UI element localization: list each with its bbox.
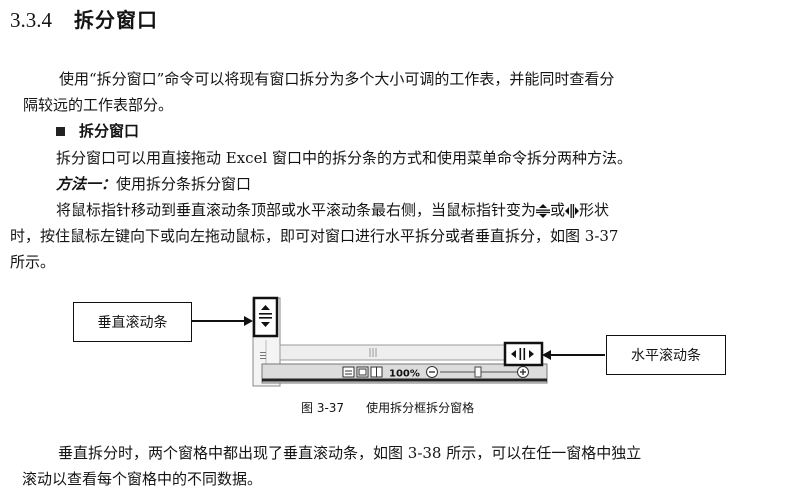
- figure-caption-text: 使用拆分框拆分窗格: [366, 401, 475, 415]
- figure-caption-number: 图 3-37: [301, 401, 345, 415]
- zoom-in-icon: [517, 366, 529, 378]
- section-number: 3.3.4: [10, 8, 52, 32]
- horizontal-split-cursor-icon: [536, 204, 551, 218]
- zoom-level: 100%: [389, 369, 420, 380]
- bullet-square-icon: [56, 127, 65, 136]
- after-line-1: 垂直拆分时，两个窗格中都出现了垂直滚动条，如图 3-38 所示，可以在任一窗格中…: [58, 444, 642, 462]
- drag-line-1: 将鼠标指针移动到垂直滚动条顶部或水平滚动条最右侧，当鼠标指针变为 或 形状: [56, 197, 609, 223]
- methods-paragraph: 拆分窗口可以用直接拖动 Excel 窗口中的拆分条的方式和使用菜单命令拆分两种方…: [56, 149, 633, 167]
- drag-line-1-b: 形状: [579, 201, 610, 219]
- subheading: 拆分窗口: [56, 118, 139, 144]
- zoom-out-icon: [426, 366, 438, 378]
- intro-line-2: 隔较远的工作表部分。: [23, 96, 174, 114]
- method-one-text: 使用拆分条拆分窗口: [116, 175, 252, 193]
- zoom-slider-icon: [474, 366, 482, 378]
- page-break-view-icon: [370, 366, 383, 378]
- section-heading: 3.3.4 拆分窗口: [10, 4, 158, 33]
- subheading-text: 拆分窗口: [79, 122, 140, 140]
- horizontal-split-box-icon: [511, 348, 534, 360]
- normal-view-icon: [342, 366, 355, 378]
- page-layout-view-icon: [356, 366, 369, 378]
- drag-line-1-or: 或: [550, 201, 566, 219]
- vertical-split-box-icon: [259, 305, 272, 327]
- after-line-2: 滚动以查看每个窗格中的不同数据。: [22, 470, 263, 488]
- callout-vertical-scrollbar: 垂直滚动条: [73, 302, 192, 342]
- drag-line-2: 时，按住鼠标左键向下或向左拖动鼠标，即可对窗口进行水平拆分或者垂直拆分，如图 3…: [10, 227, 619, 245]
- section-title: 拆分窗口: [74, 8, 158, 32]
- sheet-tab-scroll-icon: [260, 352, 266, 359]
- drag-line-3: 所示。: [10, 253, 56, 271]
- intro-line-1: 使用“拆分窗口”命令可以将现有窗口拆分为多个大小可调的工作表，并能同时查看分: [59, 70, 615, 88]
- drag-line-1-a: 将鼠标指针移动到垂直滚动条顶部或水平滚动条最右侧，当鼠标指针变为: [56, 201, 537, 219]
- method-one-line: 方法一：使用拆分条拆分窗口: [56, 171, 251, 197]
- vertical-split-cursor-icon: [565, 204, 580, 218]
- callout-horizontal-scrollbar: 水平滚动条: [606, 335, 726, 375]
- figure-caption: 图 3-37 使用拆分框拆分窗格: [301, 399, 474, 416]
- method-one-label: 方法一：: [56, 175, 117, 193]
